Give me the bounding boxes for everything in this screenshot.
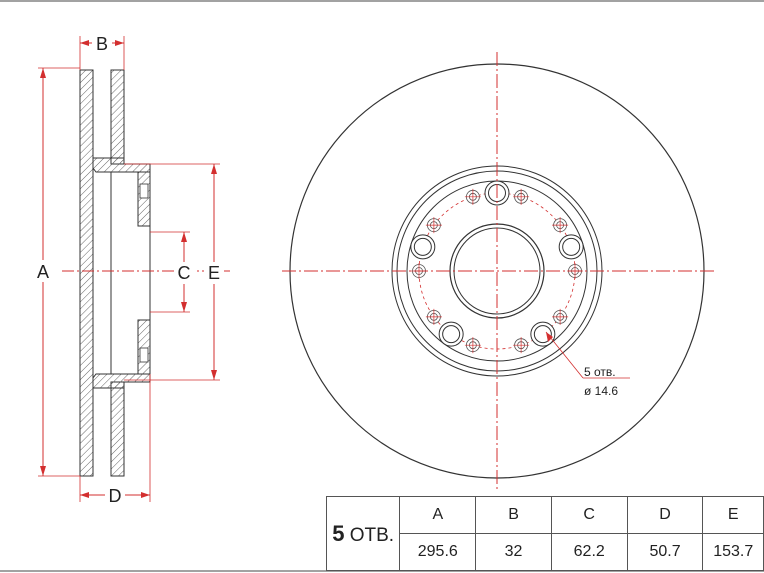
holes-number: 5: [332, 520, 345, 546]
dim-b-label-bg: [92, 34, 112, 52]
callout-hole-count: 5 отв.: [584, 365, 616, 379]
stud-hole-inner: [442, 325, 461, 344]
right-plate-lower: [110, 381, 125, 477]
stud-hole-section: [139, 347, 149, 363]
holes-cell: 5 ОТВ.: [325, 496, 401, 571]
stud-hole-inner: [562, 237, 581, 256]
header-cell-c: C: [550, 496, 628, 534]
value-cell-b: 32: [475, 533, 552, 571]
dim-d-arrow-left: [80, 492, 89, 498]
holes-unit: ОТВ.: [349, 524, 395, 546]
hat-lower-section: [92, 373, 151, 389]
spec-table-header-row: 5 ОТВ. A B C D E: [325, 496, 764, 571]
left-friction-plate: [79, 69, 94, 477]
dim-e-label: E: [208, 263, 220, 283]
header-cell-d: D: [626, 496, 704, 534]
hat-upper-section: [92, 157, 151, 173]
stud-hole-section: [139, 183, 149, 199]
dim-d-label-bg: [105, 486, 125, 504]
dim-a-label-bg: [33, 260, 53, 282]
spec-table-value-row: 295.6 32 62.2 50.7 153.7: [327, 533, 764, 571]
dim-b-arrow-right: [115, 40, 124, 46]
dim-c-label: C: [178, 263, 191, 283]
dim-e-arrow-bottom: [211, 370, 217, 380]
callout-hole-diameter: ø 14.6: [584, 384, 618, 398]
dim-b-label: B: [96, 34, 108, 54]
stud-hole-inner: [533, 325, 552, 344]
dim-e-label-bg: [204, 262, 224, 284]
dim-c-arrow-top: [181, 232, 187, 242]
right-plate-upper: [110, 69, 125, 165]
hub-wall-lower: [137, 319, 151, 375]
header-cell-b: B: [475, 496, 552, 534]
header-cell-e: E: [702, 496, 764, 534]
dim-c-arrow-bottom: [181, 302, 187, 312]
value-cell-e: 153.7: [702, 533, 764, 571]
callout-arrow: [546, 332, 553, 342]
stud-holes-group: [410, 180, 584, 354]
side-section-view: A B C E D: [33, 34, 230, 506]
dim-a-arrow-bottom: [40, 466, 46, 476]
dim-c-label-bg: [174, 262, 194, 284]
header-cell-a: A: [399, 496, 477, 534]
value-cell-a: 295.6: [399, 533, 477, 571]
value-cell-d: 50.7: [626, 533, 704, 571]
dim-b-arrow-left: [80, 40, 89, 46]
dim-d-arrow-right: [141, 492, 150, 498]
value-cell-c: 62.2: [550, 533, 628, 571]
dim-d-label: D: [109, 486, 122, 506]
dim-e-arrow-top: [211, 164, 217, 174]
dim-a-arrow-top: [40, 68, 46, 78]
stud-hole-inner: [413, 237, 432, 256]
dim-a-label: A: [37, 262, 49, 282]
callout-leader: [545, 331, 584, 379]
front-view: 5 отв. ø 14.6: [282, 52, 715, 492]
hub-wall-upper: [137, 171, 151, 227]
spec-table: 5 ОТВ. A B C D E 295.6 32 62.2 50.7 153.…: [325, 496, 764, 571]
